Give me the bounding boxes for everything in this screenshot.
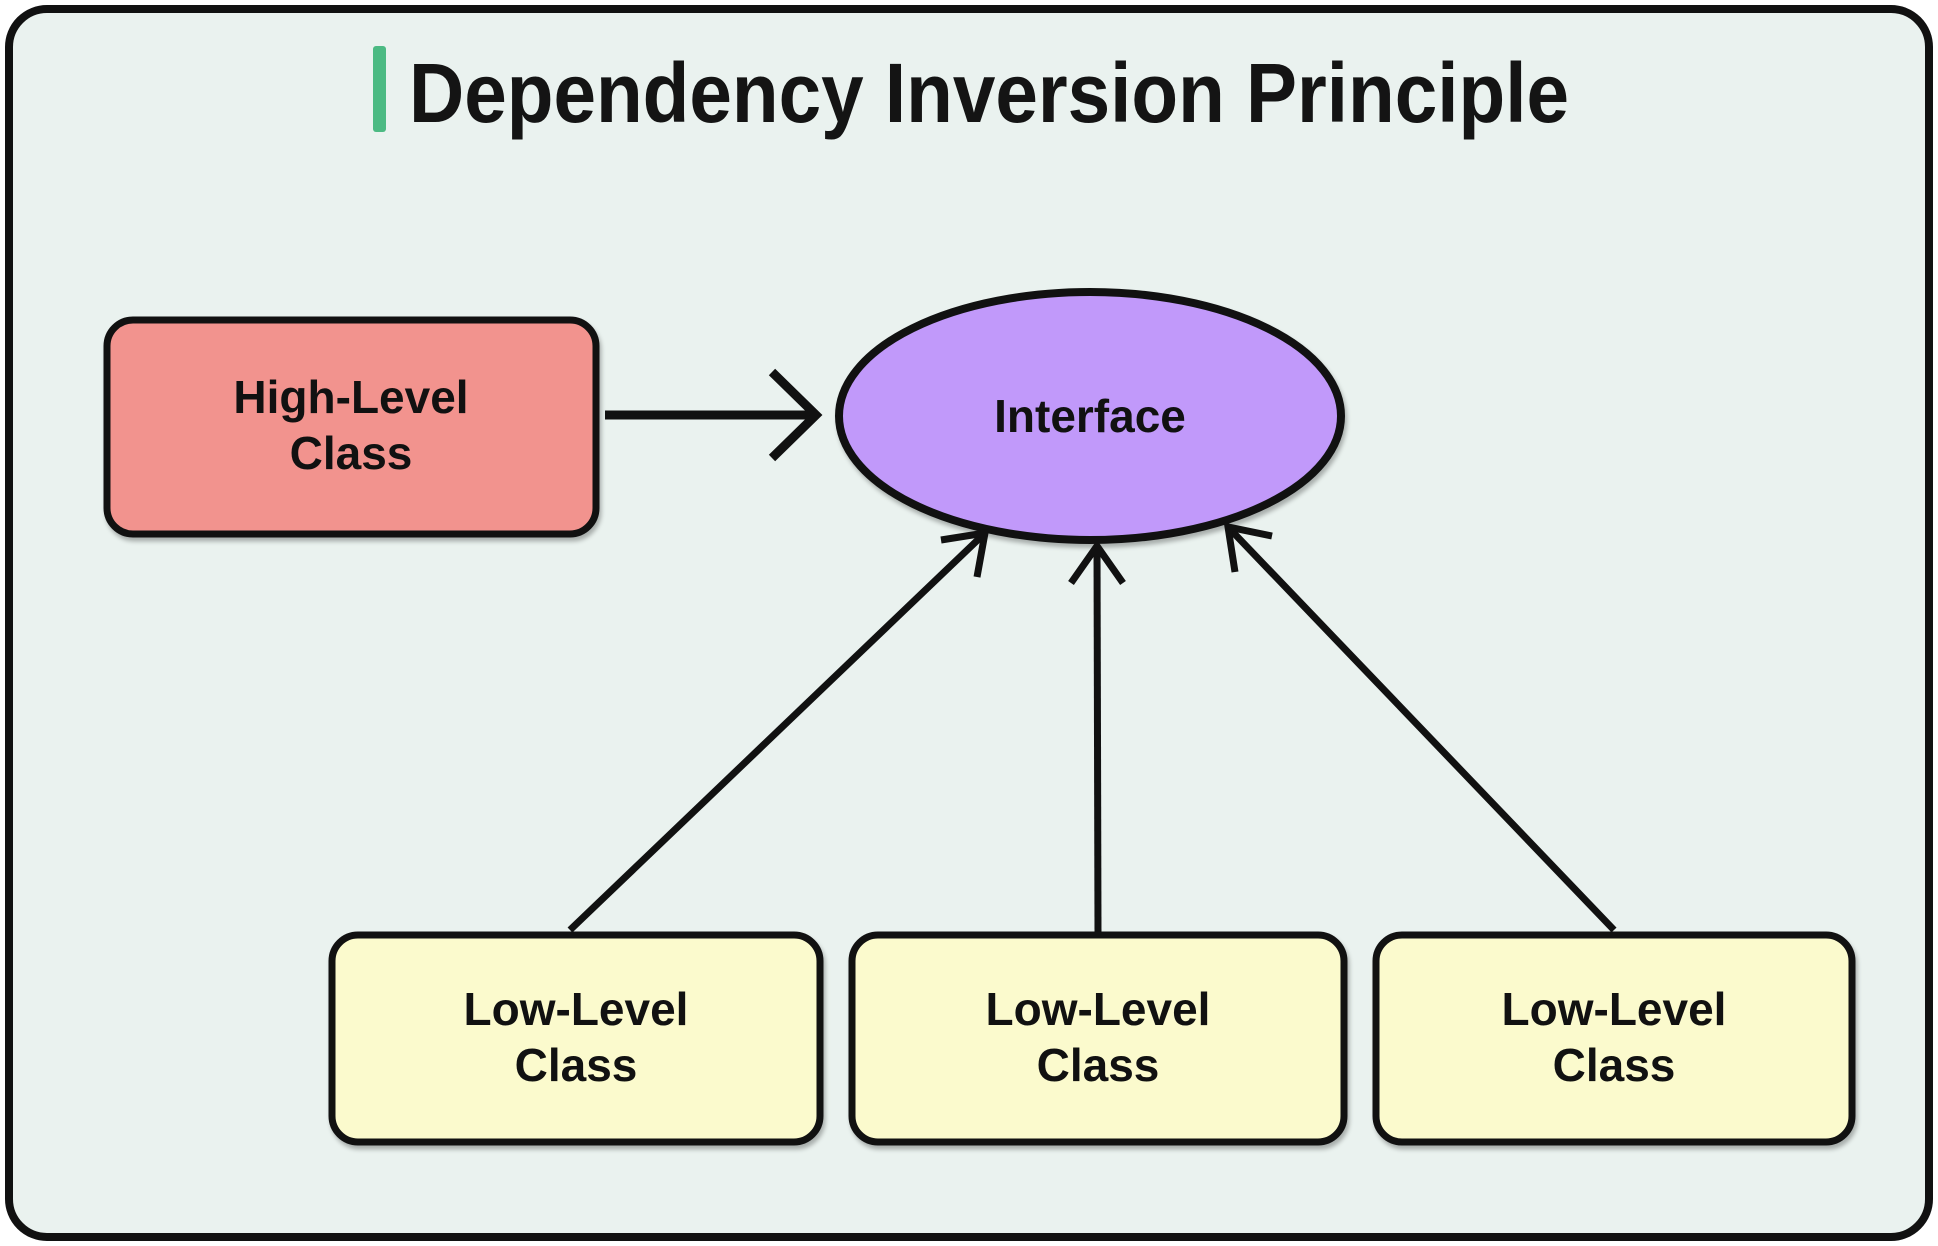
interface-ellipse [835,288,1345,544]
low-level-class-2-label-line2: Class [1037,1039,1160,1091]
edge-line [567,530,988,933]
edge-high-level-to-interface [605,368,823,462]
low-level-class-3-label-line2: Class [1553,1039,1676,1091]
high-level-class-label-line2: Class [290,427,413,479]
high-level-class-label-line1: High-Level [233,371,468,423]
edge-low-level-3-to-interface [1223,522,1617,933]
arrowhead-icon [768,368,823,462]
arrowhead-icon [940,528,990,578]
low-level-class-3-box [1372,931,1856,1146]
low-level-class-2-box [848,931,1348,1146]
edge-line [1225,524,1617,933]
node-low-level-class-1: Low-Level Class [328,931,824,1146]
high-level-class-box [103,316,600,538]
low-level-class-1-box [328,931,824,1146]
low-level-class-3-label-line1: Low-Level [1502,983,1727,1035]
node-interface: Interface [835,288,1345,544]
node-low-level-class-3: Low-Level Class [1372,931,1856,1146]
edge-low-level-2-to-interface [1068,539,1126,934]
page-title: Dependency Inversion Principle [409,46,1569,140]
low-level-class-1-label-line1: Low-Level [464,983,689,1035]
title-accent-bar [373,46,386,132]
diagram-panel [5,5,1933,1241]
arrowhead-icon [1068,539,1126,586]
low-level-class-2-label-line1: Low-Level [986,983,1211,1035]
interface-label: Interface [994,390,1186,442]
low-level-class-1-label-line2: Class [515,1039,638,1091]
node-high-level-class: High-Level Class [103,316,600,538]
node-low-level-class-2: Low-Level Class [848,931,1348,1146]
arrowhead-icon [1223,522,1273,573]
edge-low-level-1-to-interface [567,528,990,933]
edge-line [1093,545,1102,934]
